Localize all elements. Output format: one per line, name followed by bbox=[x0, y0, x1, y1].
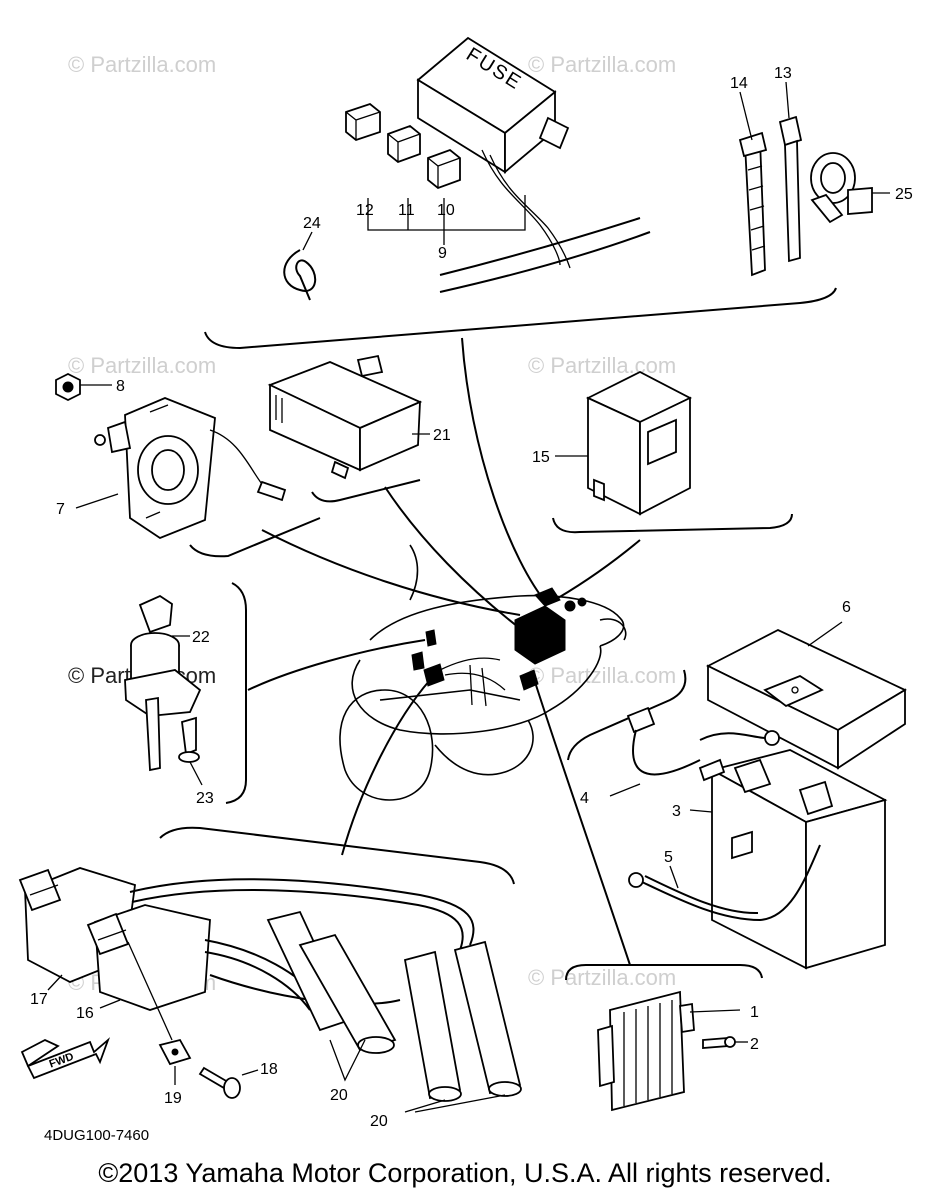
battery-cover-6[interactable] bbox=[705, 628, 907, 770]
main-switch-group: 22 23 bbox=[124, 582, 247, 807]
callout-18: 18 bbox=[260, 1061, 278, 1078]
callout-15: 15 bbox=[532, 449, 550, 466]
callout-14: 14 bbox=[730, 75, 748, 92]
callout-25: 25 bbox=[895, 186, 913, 203]
ignition-coil-16[interactable] bbox=[86, 904, 211, 1011]
watermark-3: © Partzilla.com bbox=[68, 353, 216, 378]
fwd-arrow: FWD bbox=[20, 1037, 111, 1080]
main-switch-bracket bbox=[225, 582, 247, 804]
callout-5: 5 bbox=[664, 849, 673, 866]
fuse-11[interactable] bbox=[387, 124, 421, 164]
callout-20-upper: 20 bbox=[330, 1087, 348, 1104]
bolt-18[interactable] bbox=[198, 1066, 241, 1099]
bolt-2[interactable] bbox=[702, 1036, 736, 1049]
callout-10: 10 bbox=[437, 202, 455, 219]
clip-24[interactable] bbox=[283, 249, 316, 301]
callout-21: 21 bbox=[433, 427, 451, 444]
battery-3[interactable] bbox=[709, 749, 888, 970]
horn-bracket bbox=[189, 517, 321, 558]
callout-1: 1 bbox=[750, 1004, 759, 1021]
watermark-6: © Partzilla.com bbox=[528, 663, 676, 688]
watermark-1: © Partzilla.com bbox=[68, 52, 216, 77]
callout-4: 4 bbox=[580, 790, 589, 807]
relay-group: 15 bbox=[532, 370, 793, 534]
rectifier-group: 1 2 bbox=[565, 964, 763, 1112]
fuse-box[interactable]: FUSE bbox=[416, 36, 570, 174]
relay-15[interactable] bbox=[585, 370, 693, 516]
callout-16: 16 bbox=[76, 1005, 94, 1022]
callout-23: 23 bbox=[196, 790, 214, 807]
screw-23[interactable] bbox=[178, 716, 200, 763]
callout-7: 7 bbox=[56, 501, 65, 518]
watermark-2: © Partzilla.com bbox=[528, 52, 676, 77]
callout-8: 8 bbox=[116, 378, 125, 395]
callout-12: 12 bbox=[356, 202, 374, 219]
fuse-group: FUSE 12 11 10 9 24 bbox=[204, 36, 913, 350]
battery-lead-4[interactable] bbox=[626, 706, 780, 782]
igniter-bracket bbox=[311, 479, 421, 503]
copyright-notice: ©2013 Yamaha Motor Corporation, U.S.A. A… bbox=[98, 1158, 832, 1188]
plug-cap-20b[interactable] bbox=[403, 940, 522, 1102]
callout-24: 24 bbox=[303, 215, 321, 232]
relay-bracket bbox=[552, 513, 793, 534]
fuse-10[interactable] bbox=[427, 148, 461, 190]
callout-2: 2 bbox=[750, 1036, 759, 1053]
main-switch-22[interactable] bbox=[124, 594, 202, 772]
fuse-12[interactable] bbox=[345, 102, 381, 142]
igniter-group: 21 bbox=[267, 354, 451, 503]
callout-20-lower: 20 bbox=[370, 1113, 388, 1130]
battery-lead-5[interactable] bbox=[628, 844, 821, 922]
rectifier-bracket bbox=[565, 964, 763, 981]
battery-group: 6 3 4 5 bbox=[567, 599, 907, 970]
callout-3: 3 bbox=[672, 803, 681, 820]
collar-19[interactable] bbox=[158, 1038, 192, 1066]
ignition-bracket bbox=[159, 826, 515, 885]
cable-tie-13[interactable] bbox=[778, 115, 803, 263]
drawing-code: 4DUG100-7460 bbox=[44, 1127, 149, 1144]
callout-13: 13 bbox=[774, 65, 792, 82]
igniter-21[interactable] bbox=[267, 354, 423, 480]
horn-group: 8 7 bbox=[55, 372, 321, 558]
plug-cap-20a[interactable] bbox=[266, 910, 397, 1054]
leader-lines bbox=[247, 337, 641, 966]
clamp-25[interactable] bbox=[810, 152, 873, 224]
watermark-8: © Partzilla.com bbox=[528, 965, 676, 990]
callout-11: 11 bbox=[398, 202, 415, 219]
fuse-group-bracket bbox=[204, 287, 837, 350]
callout-6: 6 bbox=[842, 599, 851, 616]
callout-9: 9 bbox=[438, 245, 447, 262]
callout-22: 22 bbox=[192, 629, 210, 646]
callout-17: 17 bbox=[30, 991, 48, 1008]
watermark-4: © Partzilla.com bbox=[528, 353, 676, 378]
callout-19: 19 bbox=[164, 1090, 182, 1107]
cable-tie-14[interactable] bbox=[738, 131, 768, 277]
ignition-group: 17 16 20 20 19 bbox=[18, 826, 522, 1130]
horn-7[interactable] bbox=[94, 397, 287, 540]
nut-8[interactable] bbox=[55, 372, 81, 402]
rectifier-1[interactable] bbox=[597, 990, 695, 1112]
